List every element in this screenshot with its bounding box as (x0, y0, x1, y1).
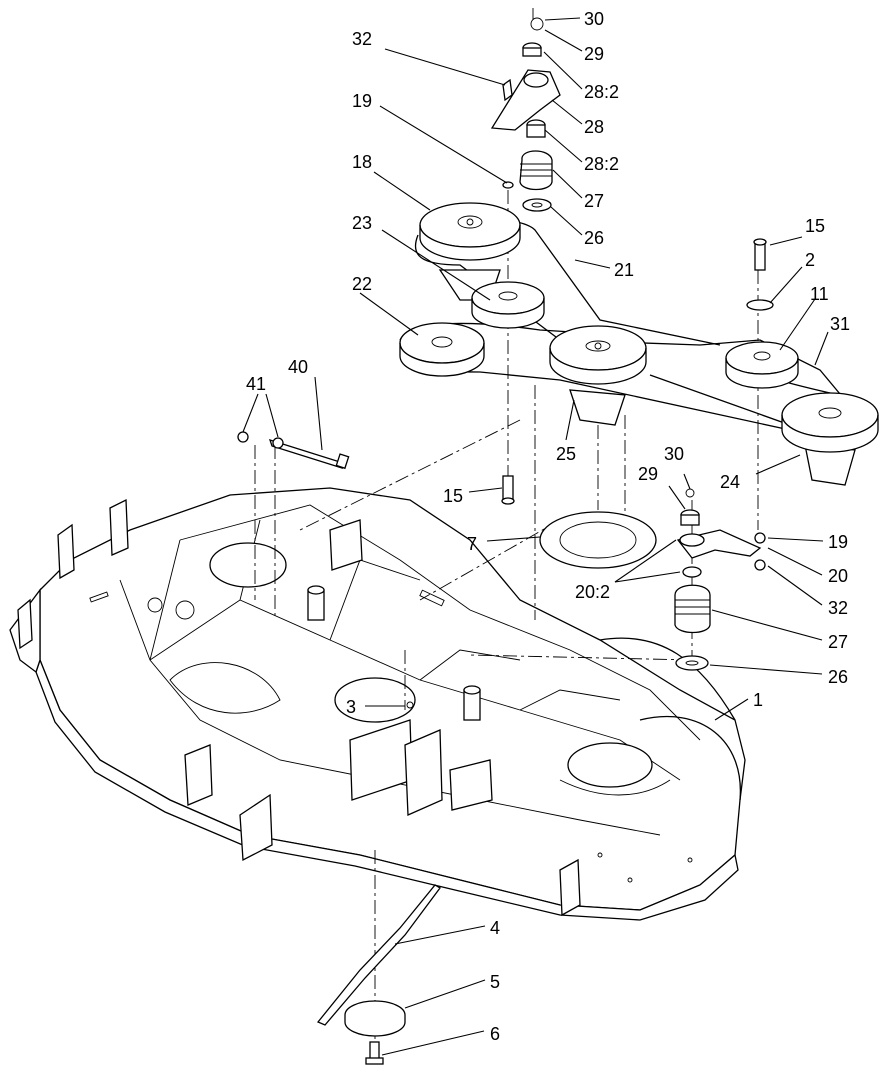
pulley-22 (399, 322, 485, 377)
callout-28: 28 (584, 117, 604, 137)
callout-24: 24 (720, 472, 740, 492)
callout-20: 20 (828, 566, 848, 586)
callout-28-2-upper: 28:2 (584, 82, 619, 102)
callout-leaders (242, 17, 829, 1056)
callout-labels: 30 29 28:2 28 28:2 27 26 32 19 18 23 21 … (246, 9, 850, 1044)
callout-25: 25 (556, 444, 576, 464)
blade-bolt-6 (365, 1041, 384, 1065)
pulley-center-spindle (549, 325, 647, 426)
upper-idler-stack (490, 8, 561, 212)
callout-31: 31 (830, 314, 850, 334)
pulley-11 (725, 341, 799, 389)
callout-22: 22 (352, 274, 372, 294)
callout-30-bottom: 30 (664, 444, 684, 464)
blade-retainer-5 (344, 1000, 406, 1037)
callout-29-top: 29 (584, 44, 604, 64)
callout-27-bottom: 27 (828, 632, 848, 652)
callout-7: 7 (467, 534, 477, 554)
callout-32-bottom: 32 (828, 598, 848, 618)
callout-23: 23 (352, 213, 372, 233)
callout-27-top: 27 (584, 191, 604, 211)
bolt-15-bottom (501, 475, 515, 505)
callout-26-top: 26 (584, 228, 604, 248)
callout-11: 11 (810, 284, 829, 304)
callout-20-2: 20:2 (575, 582, 610, 602)
callout-32-top: 32 (352, 29, 372, 49)
callout-6: 6 (490, 1024, 500, 1044)
mower-deck-shell (9, 487, 746, 921)
callout-21: 21 (614, 260, 634, 280)
callout-30-top: 30 (584, 9, 604, 29)
spindle-gasket-7 (539, 511, 657, 569)
blade-4 (316, 884, 441, 1026)
callout-18: 18 (352, 152, 372, 172)
callout-41: 41 (246, 374, 266, 394)
callout-2: 2 (805, 250, 815, 270)
callout-29-bottom: 29 (638, 464, 658, 484)
callout-3: 3 (346, 697, 356, 717)
pulley-23 (471, 281, 545, 329)
callout-5: 5 (490, 972, 500, 992)
callout-19-bottom: 19 (828, 532, 848, 552)
callout-19-top: 19 (352, 91, 372, 111)
pulley-18 (419, 202, 521, 301)
callout-4: 4 (490, 918, 500, 938)
callout-28-2-lower: 28:2 (584, 154, 619, 174)
callout-40: 40 (288, 357, 308, 377)
lower-idler-stack (674, 488, 766, 671)
callout-1: 1 (753, 690, 763, 710)
callout-15-top: 15 (805, 216, 825, 236)
callout-26-bottom: 26 (828, 667, 848, 687)
bolt-15-top (746, 238, 774, 311)
pulley-24 (781, 392, 879, 486)
callout-15-bottom: 15 (443, 486, 463, 506)
